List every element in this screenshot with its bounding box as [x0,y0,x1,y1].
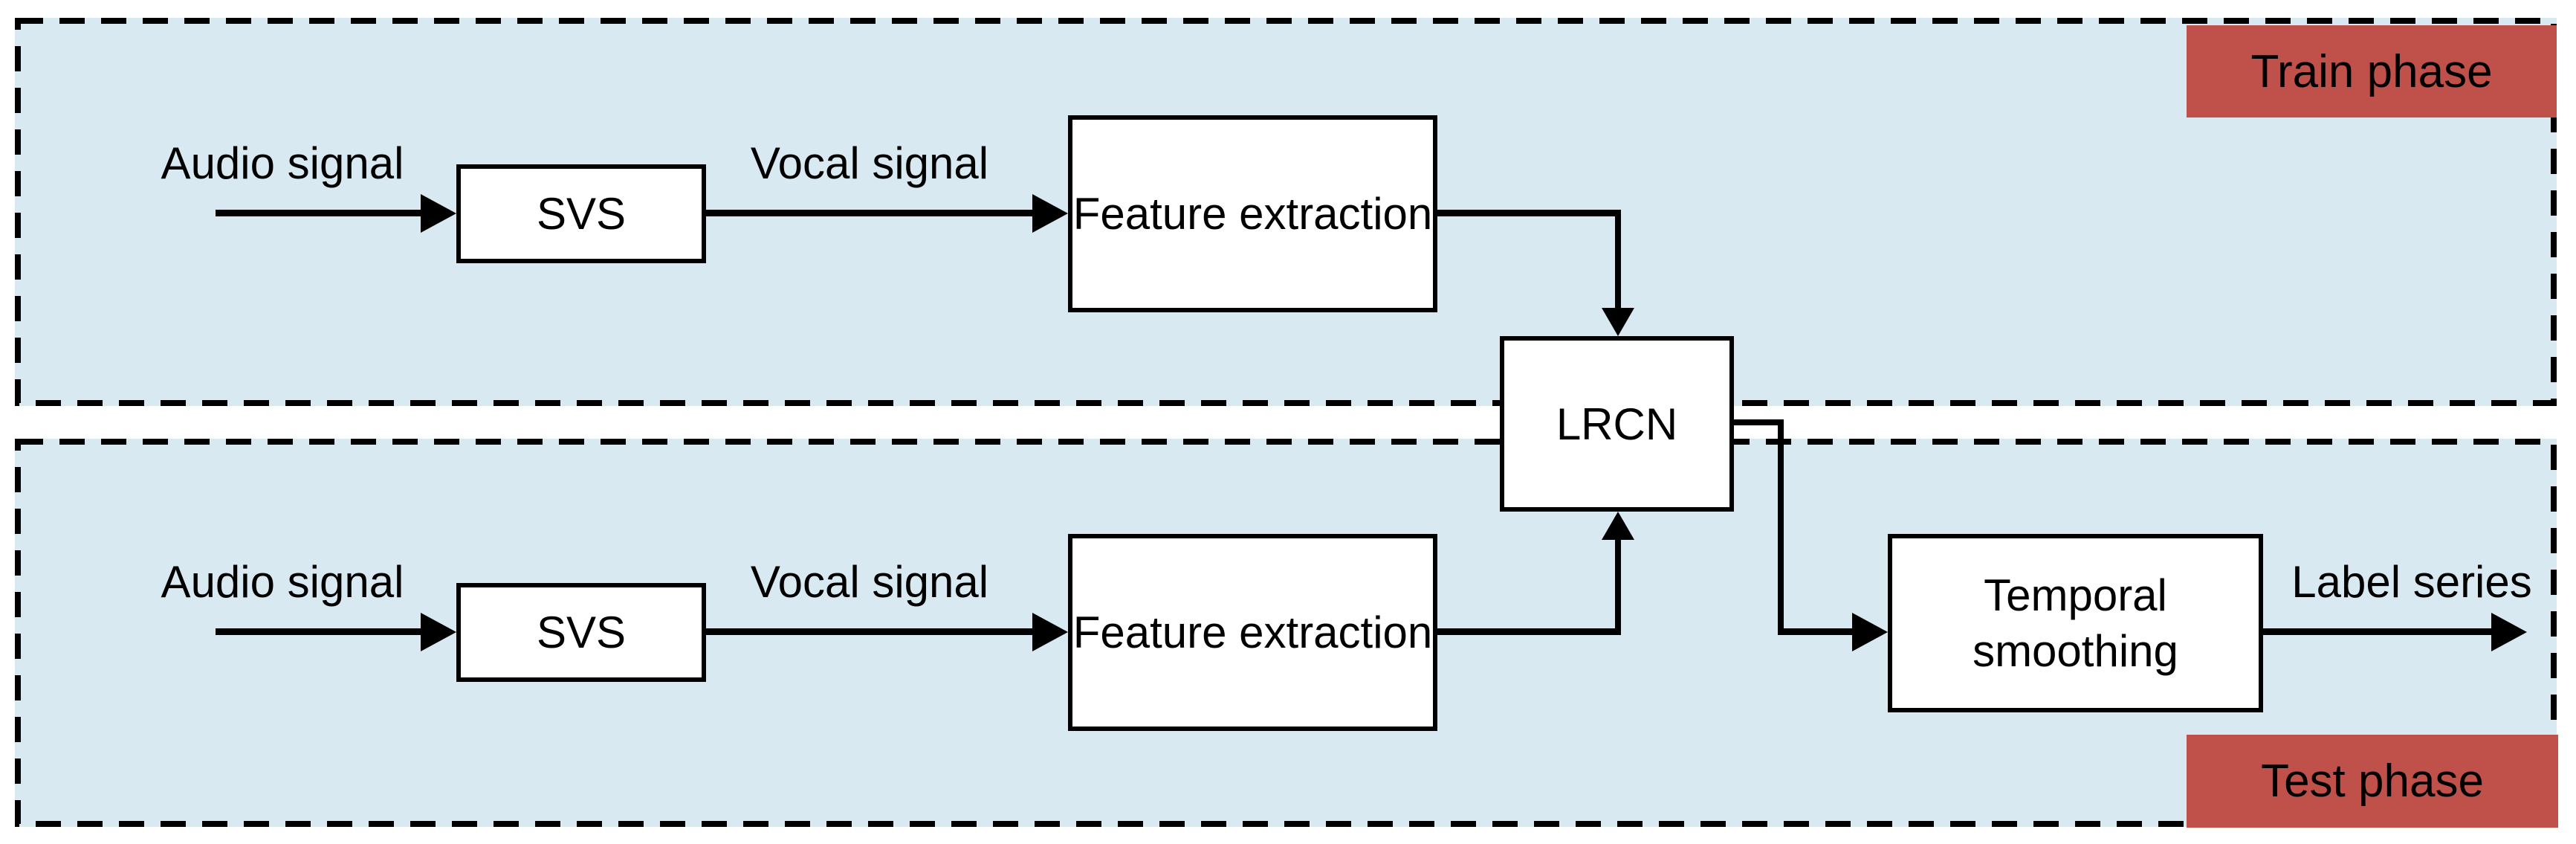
temporal-smoothing-node: Temporal smoothing [1888,534,2263,712]
test-phase-badge-label: Test phase [2261,756,2484,807]
audio-signal-label-train: Audio signal [161,138,404,188]
temporal-smoothing-node-label: Temporal smoothing [1973,570,2178,676]
train-phase-badge-label: Train phase [2250,45,2493,97]
connector-line [1778,628,1854,635]
dashed-border [15,439,2557,827]
arrowhead [421,613,456,651]
dashed-border [15,18,2557,406]
vocal-signal-label-train: Vocal signal [750,138,989,188]
lrcn-node-label: LRCN [1556,399,1678,449]
svs-node-train-label: SVS [536,189,627,239]
svs-node-train: SVS [456,164,706,263]
arrowhead [421,194,456,233]
feature-extraction-node-test: Feature extraction [1068,534,1437,731]
feature-extraction-node-train: Feature extraction [1068,115,1437,312]
connector-line [1732,419,1784,425]
arrowhead [1032,613,1068,651]
connector-line [1615,540,1621,635]
arrow-line [2263,628,2494,635]
connector-line [1437,210,1621,216]
feature-extraction-node-train-label: Feature extraction [1072,189,1433,239]
svs-node-test-label: SVS [536,608,627,657]
feature-extraction-node-test-label: Feature extraction [1072,608,1433,657]
svs-node-test: SVS [456,583,706,682]
arrow-line [706,210,1035,216]
arrowhead [1852,613,1888,651]
label-series-label: Label series [2291,557,2532,607]
arrowhead [1032,194,1068,233]
arrowhead [1602,512,1634,540]
connector-line [1615,210,1621,309]
arrow-line [216,628,424,635]
audio-signal-label-test: Audio signal [161,557,404,607]
arrow-line [706,628,1035,635]
train-phase-badge: Train phase [2187,25,2557,117]
arrowhead [2491,613,2527,651]
vocal-signal-label-test: Vocal signal [750,557,989,607]
arrowhead [1602,308,1634,336]
connector-line [1778,419,1784,635]
test-phase-badge: Test phase [2187,735,2558,828]
connector-line [1437,628,1621,635]
lrcn-node: LRCN [1500,336,1734,512]
arrow-line [216,210,424,216]
